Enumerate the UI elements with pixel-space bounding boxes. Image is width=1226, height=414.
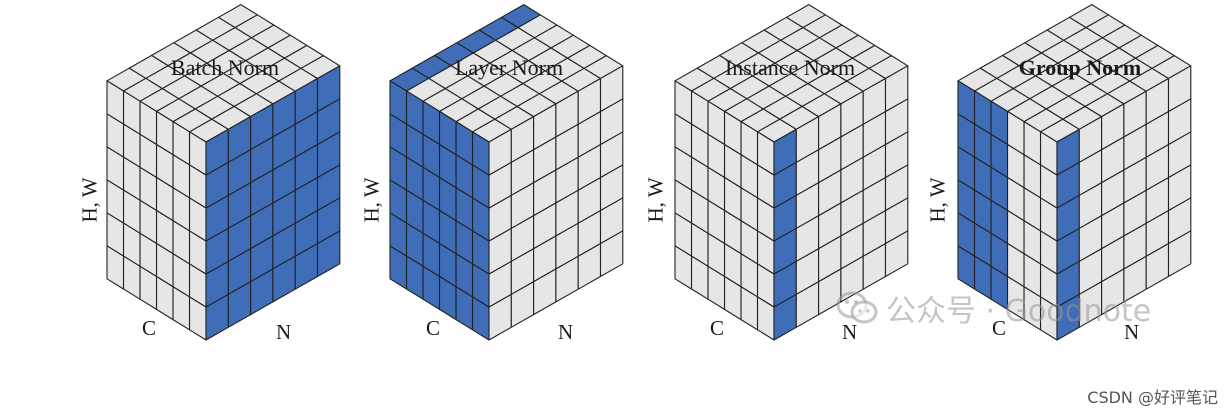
watermark: 公众号 · Goodnote [836, 286, 1151, 330]
axis-label-n-group: N [1124, 320, 1140, 344]
cube-top-cell [1068, 4, 1109, 29]
axis-label-c-group: C [992, 316, 1007, 340]
axis-label-n-layer: N [558, 320, 574, 344]
cube-right-cell [1167, 65, 1192, 113]
axis-label-n-instance: N [842, 320, 858, 344]
panel-title-batch-norm: Batch Norm [170, 55, 280, 80]
axis-label-c-instance: C [710, 316, 725, 340]
panel-title-layer-norm: Layer Norm [454, 55, 564, 80]
cube-top-cell [785, 4, 826, 29]
cube-top-cell [217, 4, 258, 29]
cube-left-cell [957, 80, 976, 125]
watermark-text: 公众号 · Goodnote [886, 294, 1152, 329]
panel-title-instance-norm: Instance Norm [724, 55, 856, 80]
axis-label-c-layer: C [426, 316, 441, 340]
panel-title-group-norm: Group Norm [1018, 55, 1142, 80]
axis-label-hw-batch: H, W [77, 177, 102, 223]
axis-label-hw-group: H, W [925, 177, 950, 223]
credit-text: CSDN @好评笔记 [1087, 388, 1218, 407]
cube-top-cell [500, 4, 541, 29]
cube-right-cell [316, 65, 341, 113]
axis-label-n-batch: N [276, 320, 292, 344]
cube-left-cell [106, 80, 125, 125]
axis-label-hw-instance: H, W [643, 177, 668, 223]
cube-right-cell [599, 65, 624, 113]
cube-left-cell [389, 80, 408, 125]
wechat-icon [836, 291, 878, 324]
axis-label-c-batch: C [142, 316, 157, 340]
cube-right-cell [884, 65, 909, 113]
axis-label-hw-layer: H, W [359, 177, 384, 223]
cube-left-cell [674, 80, 693, 125]
